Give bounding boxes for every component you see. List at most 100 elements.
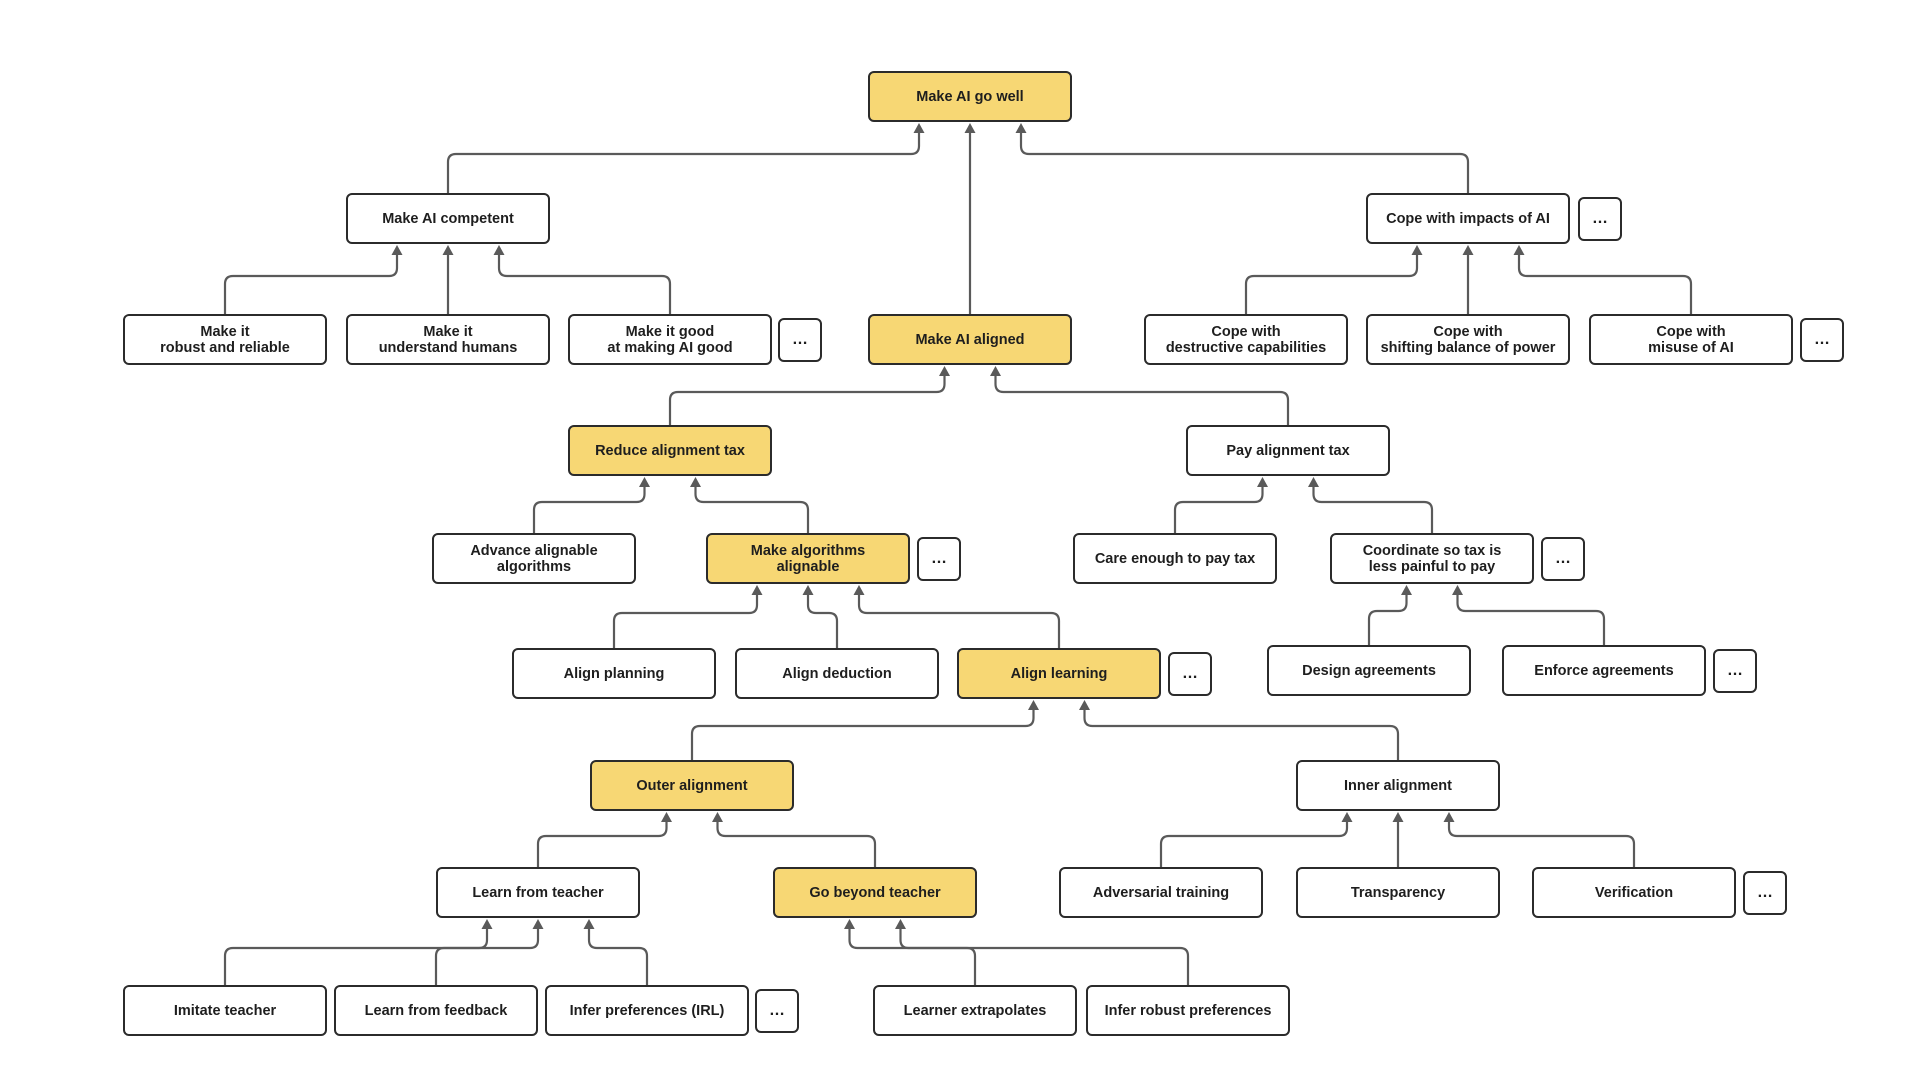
- connector-enforce-to-coordinate: [1456, 593, 1606, 645]
- node-pay-alignment-tax[interactable]: Pay alignment tax: [1186, 425, 1390, 476]
- connector-advance-to-reduce_tax: [532, 485, 646, 533]
- node-care-enough-to-pay-tax[interactable]: Care enough to pay tax: [1073, 533, 1277, 584]
- arrowhead-icon: [1401, 585, 1412, 595]
- node-make-ai-go-well[interactable]: Make AI go well: [868, 71, 1072, 122]
- arrowhead-icon: [990, 366, 1001, 376]
- node-good-at-making-ai-good[interactable]: Make it good at making AI good: [568, 314, 772, 365]
- node-cope-with-impacts[interactable]: Cope with impacts of AI: [1366, 193, 1570, 244]
- more-options-button[interactable]: …: [1541, 537, 1585, 581]
- arrowhead-icon: [939, 366, 950, 376]
- arrowhead-icon: [712, 812, 723, 822]
- node-enforce-agreements[interactable]: Enforce agreements: [1502, 645, 1706, 696]
- node-learner-extrapolates[interactable]: Learner extrapolates: [873, 985, 1077, 1036]
- node-reduce-alignment-tax[interactable]: Reduce alignment tax: [568, 425, 772, 476]
- connector-learn_teacher-to-outer: [536, 820, 668, 867]
- arrowhead-icon: [895, 919, 906, 929]
- node-make-ai-aligned[interactable]: Make AI aligned: [868, 314, 1072, 365]
- more-options-button[interactable]: …: [778, 318, 822, 362]
- connector-robust-to-competent: [223, 253, 399, 314]
- node-imitate-teacher[interactable]: Imitate teacher: [123, 985, 327, 1036]
- more-options-button[interactable]: …: [1713, 649, 1757, 693]
- connector-beyond-to-outer: [716, 820, 877, 867]
- arrowhead-icon: [1341, 812, 1353, 822]
- connector-verification-to-inner: [1447, 820, 1636, 867]
- arrowhead-icon: [853, 585, 865, 595]
- connector-irl-to-learn_teacher: [587, 927, 649, 985]
- arrowhead-icon: [1392, 812, 1404, 822]
- arrowhead-icon: [391, 245, 403, 255]
- more-options-button[interactable]: …: [1800, 318, 1844, 362]
- connector-extrapolates-to-beyond: [848, 927, 977, 985]
- node-align-planning[interactable]: Align planning: [512, 648, 716, 699]
- node-align-learning[interactable]: Align learning: [957, 648, 1161, 699]
- node-align-deduction[interactable]: Align deduction: [735, 648, 939, 699]
- node-shifting-balance-of-power[interactable]: Cope with shifting balance of power: [1366, 314, 1570, 365]
- arrowhead-icon: [1028, 700, 1039, 710]
- node-go-beyond-teacher[interactable]: Go beyond teacher: [773, 867, 977, 918]
- node-advance-alignable-algorithms[interactable]: Advance alignable algorithms: [432, 533, 636, 584]
- connector-destructive-to-impacts: [1244, 253, 1419, 314]
- connector-robust_pref-to-beyond: [899, 927, 1190, 985]
- node-destructive-capabilities[interactable]: Cope with destructive capabilities: [1144, 314, 1348, 365]
- connector-design-to-coordinate: [1367, 593, 1408, 645]
- arrowhead-icon: [1015, 123, 1027, 133]
- connector-impacts-to-root: [1019, 131, 1470, 193]
- connector-inner-to-learning: [1083, 708, 1400, 760]
- node-outer-alignment[interactable]: Outer alignment: [590, 760, 794, 811]
- more-options-button[interactable]: …: [917, 537, 961, 581]
- connector-feedback-to-learn_teacher: [434, 927, 540, 985]
- connector-good-to-competent: [497, 253, 672, 314]
- more-options-button[interactable]: …: [1578, 197, 1622, 241]
- arrowhead-icon: [802, 585, 814, 595]
- node-make-algorithms-alignable[interactable]: Make algorithms alignable: [706, 533, 910, 584]
- more-options-button[interactable]: …: [1168, 652, 1212, 696]
- arrowhead-icon: [844, 919, 855, 929]
- arrowhead-icon: [1452, 585, 1463, 595]
- arrowhead-icon: [661, 812, 672, 822]
- arrowhead-icon: [1257, 477, 1268, 487]
- arrowhead-icon: [1443, 812, 1455, 822]
- connector-adversarial-to-inner: [1159, 820, 1349, 867]
- node-inner-alignment[interactable]: Inner alignment: [1296, 760, 1500, 811]
- connector-care-to-pay_tax: [1173, 485, 1264, 533]
- connector-planning-to-make_alg: [612, 593, 759, 648]
- arrowhead-icon: [913, 123, 925, 133]
- connector-learning-to-make_alg: [857, 593, 1061, 648]
- connector-deduction-to-make_alg: [806, 593, 839, 648]
- connector-imitate-to-learn_teacher: [223, 927, 489, 985]
- arrowhead-icon: [1513, 245, 1525, 255]
- node-learn-from-teacher[interactable]: Learn from teacher: [436, 867, 640, 918]
- arrowhead-icon: [964, 123, 976, 133]
- more-options-button[interactable]: …: [1743, 871, 1787, 915]
- node-understand-humans[interactable]: Make it understand humans: [346, 314, 550, 365]
- arrowhead-icon: [690, 477, 701, 487]
- connector-pay_tax-to-aligned: [994, 374, 1290, 425]
- node-robust-and-reliable[interactable]: Make it robust and reliable: [123, 314, 327, 365]
- connector-competent-to-root: [446, 131, 921, 193]
- node-infer-preferences-irl[interactable]: Infer preferences (IRL): [545, 985, 749, 1036]
- connector-reduce_tax-to-aligned: [668, 374, 946, 425]
- arrowhead-icon: [583, 919, 595, 929]
- arrowhead-icon: [493, 245, 505, 255]
- node-misuse-of-ai[interactable]: Cope with misuse of AI: [1589, 314, 1793, 365]
- node-learn-from-feedback[interactable]: Learn from feedback: [334, 985, 538, 1036]
- connector-outer-to-learning: [690, 708, 1035, 760]
- arrowhead-icon: [532, 919, 544, 929]
- node-make-ai-competent[interactable]: Make AI competent: [346, 193, 550, 244]
- arrowhead-icon: [1462, 245, 1474, 255]
- arrowhead-icon: [1308, 477, 1319, 487]
- node-design-agreements[interactable]: Design agreements: [1267, 645, 1471, 696]
- node-verification[interactable]: Verification: [1532, 867, 1736, 918]
- connector-misuse-to-impacts: [1517, 253, 1693, 314]
- arrowhead-icon: [481, 919, 493, 929]
- arrowhead-icon: [442, 245, 454, 255]
- node-coordinate-so-tax-less-painful[interactable]: Coordinate so tax is less painful to pay: [1330, 533, 1534, 584]
- connector-coordinate-to-pay_tax: [1312, 485, 1434, 533]
- arrowhead-icon: [751, 585, 763, 595]
- node-transparency[interactable]: Transparency: [1296, 867, 1500, 918]
- node-adversarial-training[interactable]: Adversarial training: [1059, 867, 1263, 918]
- node-infer-robust-preferences[interactable]: Infer robust preferences: [1086, 985, 1290, 1036]
- more-options-button[interactable]: …: [755, 989, 799, 1033]
